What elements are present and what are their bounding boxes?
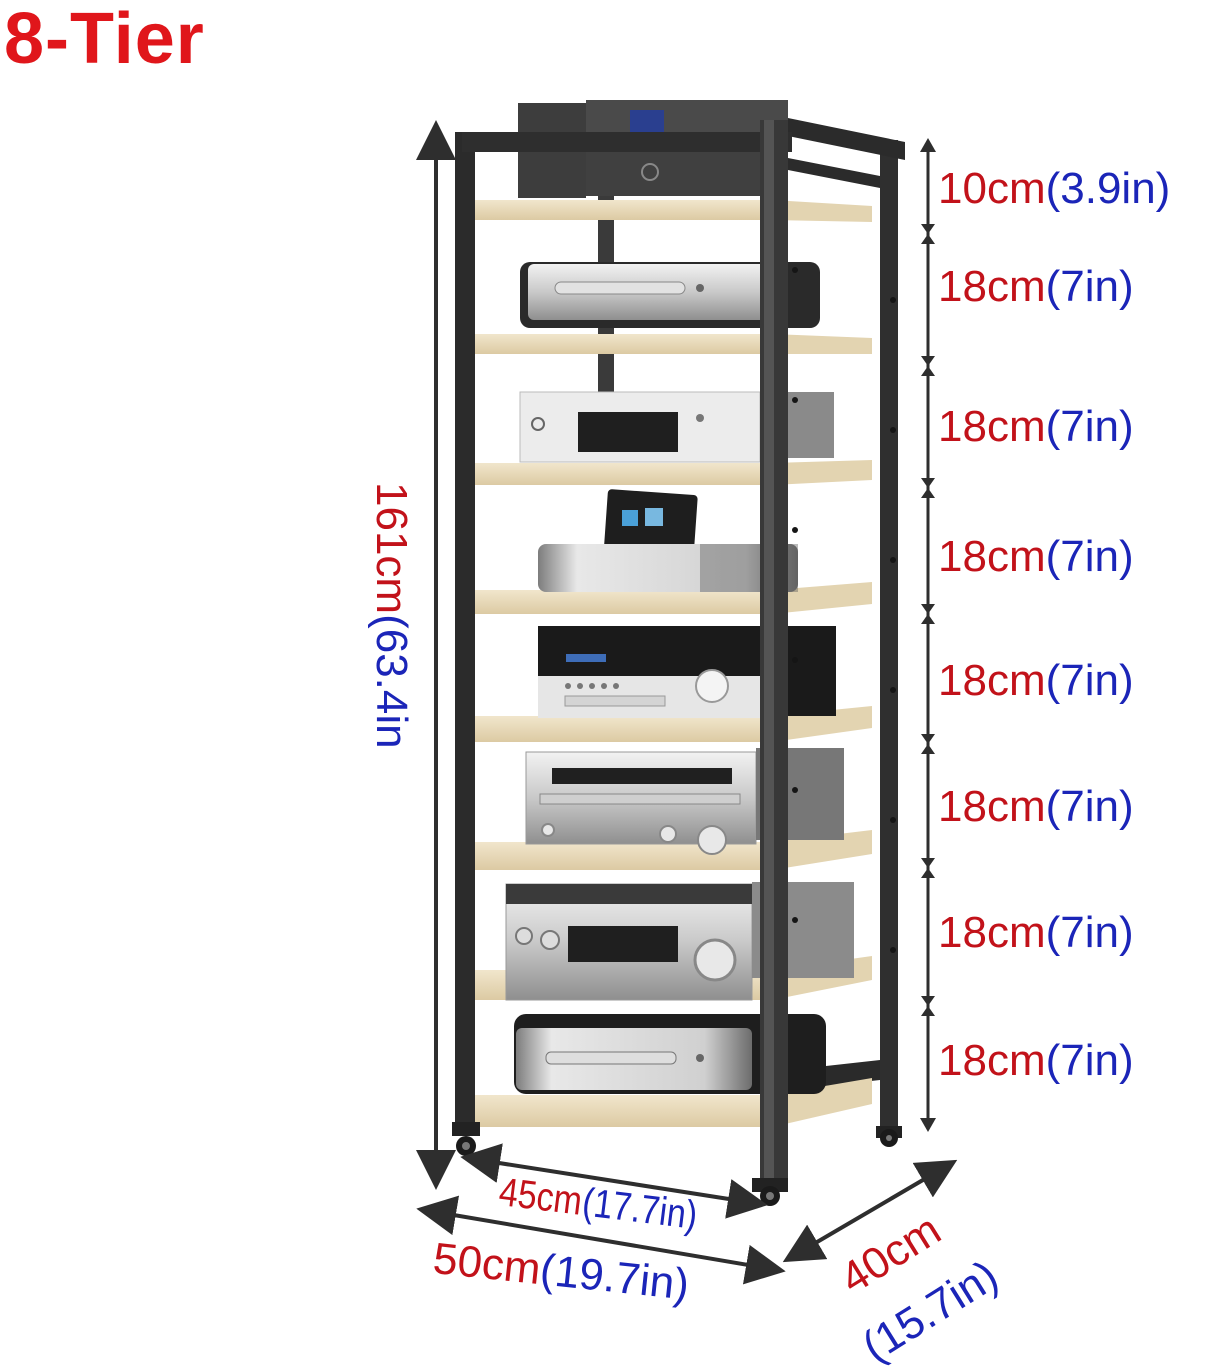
device-silver-media-player bbox=[520, 262, 820, 328]
inner-width-arrow bbox=[460, 1143, 768, 1219]
tier-spacing-label-2: 18cm(7in) bbox=[938, 262, 1134, 311]
tier-spacing-label-8: 18cm(7in) bbox=[938, 1036, 1134, 1085]
caster-front-left bbox=[452, 1122, 480, 1156]
shelf-2 bbox=[472, 334, 872, 354]
product-title: 8-Tier bbox=[4, 0, 205, 79]
tier-spacing-label-3: 18cm(7in) bbox=[938, 402, 1134, 451]
tier-spacing-label-4: 18cm(7in) bbox=[938, 532, 1134, 581]
shelf-1 bbox=[472, 200, 872, 222]
device-tablet-dock bbox=[538, 489, 798, 592]
height-label: 161cm(63.4in bbox=[367, 482, 416, 749]
device-micro-hifi bbox=[538, 626, 836, 718]
tier-spacing-ruler bbox=[920, 138, 936, 1132]
audio-equipment bbox=[505, 100, 854, 1094]
shelf-4 bbox=[472, 582, 872, 614]
tier-spacing-label-7: 18cm(7in) bbox=[938, 908, 1134, 957]
device-bottom-media-player bbox=[514, 1014, 826, 1094]
device-silver-cd-receiver bbox=[525, 748, 844, 855]
tier-spacing-label-6: 18cm(7in) bbox=[938, 782, 1134, 831]
dimension-arrows bbox=[416, 120, 958, 1285]
tier-spacing-label-5: 18cm(7in) bbox=[938, 656, 1134, 705]
outer-width-arrow bbox=[416, 1195, 786, 1285]
shelves bbox=[472, 200, 872, 1127]
depth-arrow bbox=[782, 1159, 958, 1263]
shelf-8 bbox=[472, 1078, 872, 1127]
shelf-5 bbox=[472, 706, 872, 742]
shelf-3 bbox=[472, 460, 872, 485]
tier-separator-ticks bbox=[921, 224, 935, 1016]
rack-frame-front bbox=[455, 120, 896, 1180]
caster-back-right bbox=[876, 1126, 902, 1147]
caster-front-right bbox=[752, 1178, 788, 1206]
tier-spacing-label-1: 10cm(3.9in) bbox=[938, 164, 1171, 213]
